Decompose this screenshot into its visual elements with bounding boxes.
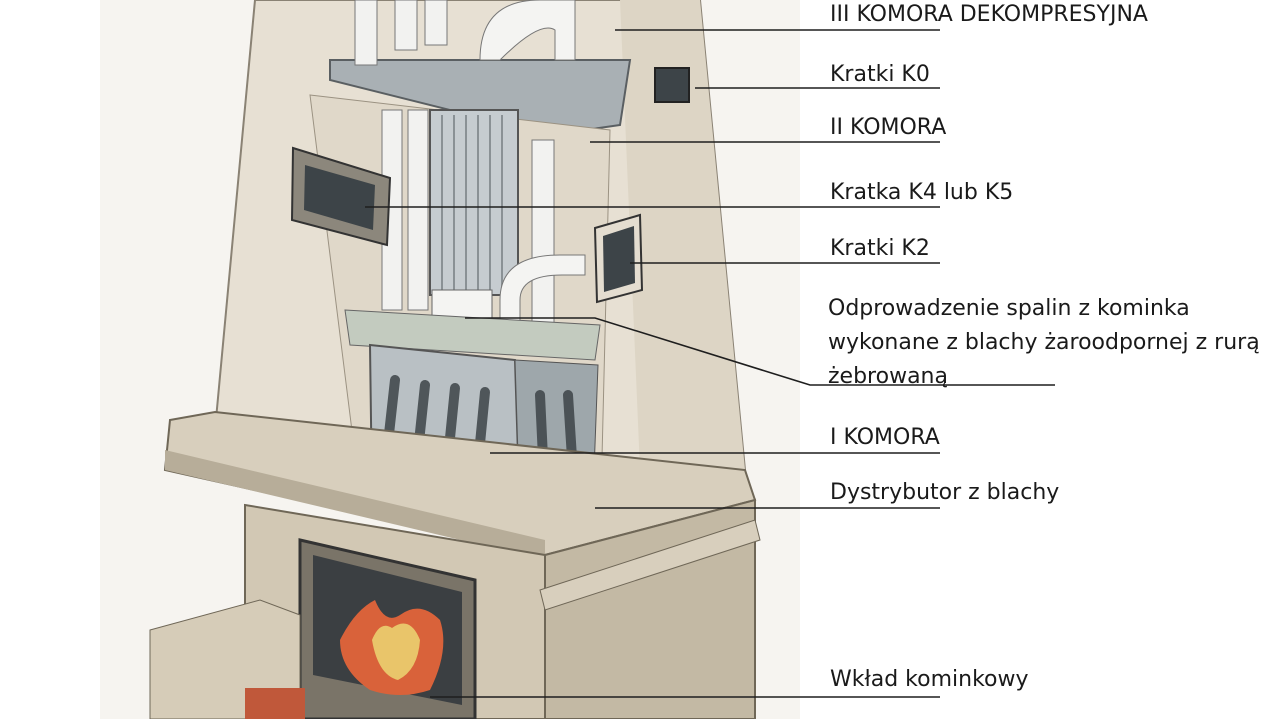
grille-k2 <box>603 226 635 292</box>
leader-odprowadzenie <box>465 317 1055 386</box>
shelf-edge <box>165 450 545 560</box>
label-kratki-k2: Kratki K2 <box>830 236 930 261</box>
label-komora1: I KOMORA <box>830 425 940 450</box>
top-pipe <box>424 0 448 46</box>
label-komora2: II KOMORA <box>830 115 947 140</box>
distributor-top <box>344 309 601 361</box>
grille-k4-k5 <box>304 165 375 230</box>
label-kratki-k0: Kratki K0 <box>830 62 930 87</box>
label-wklad: Wkład kominkowy <box>830 667 1029 692</box>
fire-core <box>372 623 420 680</box>
lower-shelf <box>539 519 761 611</box>
label-odprowadzenie: Odprowadzenie spalin z kominka wykonane … <box>828 296 1260 389</box>
label-kratka-k4-k5: Kratka K4 lub K5 <box>830 180 1014 205</box>
curved-pipe <box>499 254 586 346</box>
label-dystrybutor: Dystrybutor z blachy <box>830 480 1060 505</box>
top-pipe <box>354 0 378 66</box>
bent-pipe <box>479 0 576 61</box>
upper-housing-side <box>620 0 745 470</box>
grille-k0 <box>654 67 690 103</box>
hearth-tile <box>245 688 305 719</box>
ribbed-pipe <box>429 109 519 296</box>
side-pipe <box>407 109 429 311</box>
label-komora3: III KOMORA DEKOMPRESYJNA <box>830 2 1148 27</box>
top-pipe <box>394 0 418 51</box>
